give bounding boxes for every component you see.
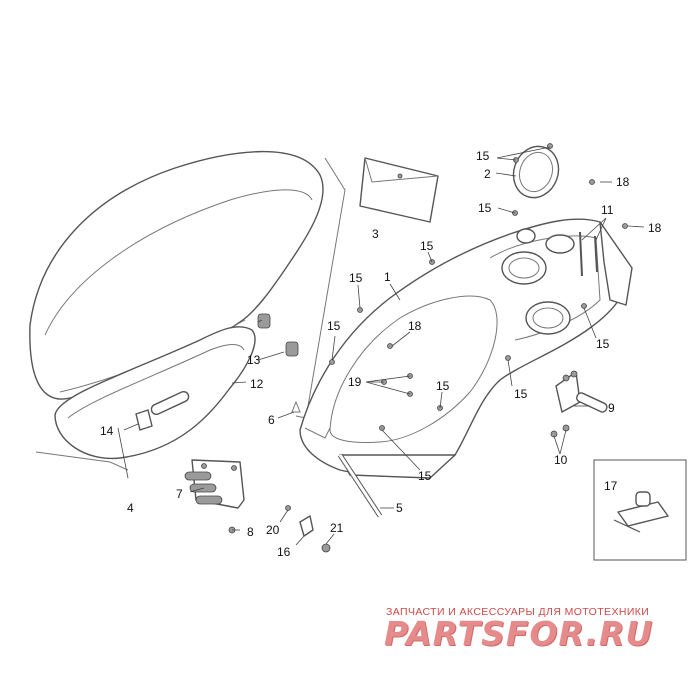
leader-lines [117, 146, 645, 546]
callout-15-d: 15 [349, 271, 363, 285]
support-rod [337, 453, 383, 518]
callout-15-f: 15 [436, 379, 450, 393]
helmet-compartment [299, 218, 633, 479]
seat-latch-slot [150, 390, 190, 416]
callout-10: 10 [554, 453, 568, 467]
watermark-tagline: ЗАПЧАСТИ И АКСЕССУАРЫ ДЛЯ МОТОТЕХНИКИ [386, 606, 650, 618]
fasteners [228, 143, 628, 553]
callout-14: 14 [100, 424, 114, 438]
callout-15-b: 15 [478, 201, 492, 215]
callout-21: 21 [330, 521, 344, 535]
callout-4: 4 [127, 501, 134, 515]
cup-holder-lower [525, 301, 571, 335]
callout-15-g: 15 [514, 387, 528, 401]
callout-19: 19 [348, 375, 362, 389]
callout-3: 3 [372, 227, 379, 241]
cup-holder-upper [501, 251, 547, 285]
inset-frame [593, 459, 687, 561]
watermark-brand: PARTSFOR.RU [384, 614, 654, 653]
callout-16: 16 [277, 545, 291, 559]
document-pouch [359, 157, 439, 223]
seat-base [54, 326, 256, 460]
callout-7: 7 [176, 487, 183, 501]
clip [299, 515, 314, 537]
callout-15-e: 15 [327, 319, 341, 333]
callout-1: 1 [384, 270, 391, 284]
inset-box [593, 459, 687, 561]
seat-buffers [257, 313, 299, 357]
callout-6: 6 [268, 413, 275, 427]
callout-18-a: 18 [616, 175, 630, 189]
callout-13: 13 [247, 353, 261, 367]
callout-12: 12 [250, 377, 264, 391]
access-cover [512, 145, 560, 199]
callout-9: 9 [608, 401, 615, 415]
callout-15-i: 15 [418, 469, 432, 483]
callout-20: 20 [266, 523, 280, 537]
callout-17: 17 [604, 479, 618, 493]
callout-2: 2 [484, 167, 491, 181]
callout-18-c: 18 [408, 319, 422, 333]
callout-18-b: 18 [648, 221, 662, 235]
callout-15-a: 15 [476, 149, 490, 163]
callout-5: 5 [396, 501, 403, 515]
callout-15-c: 15 [420, 239, 434, 253]
mounting-bracket [555, 370, 608, 413]
hook-bracket [184, 459, 245, 509]
seat-hook [135, 409, 153, 431]
callout-8: 8 [247, 525, 254, 539]
callout-labels: 1 2 3 4 5 6 7 8 9 10 11 12 13 14 15 15 1… [100, 149, 662, 559]
callout-15-h: 15 [596, 337, 610, 351]
callout-11: 11 [601, 203, 614, 217]
